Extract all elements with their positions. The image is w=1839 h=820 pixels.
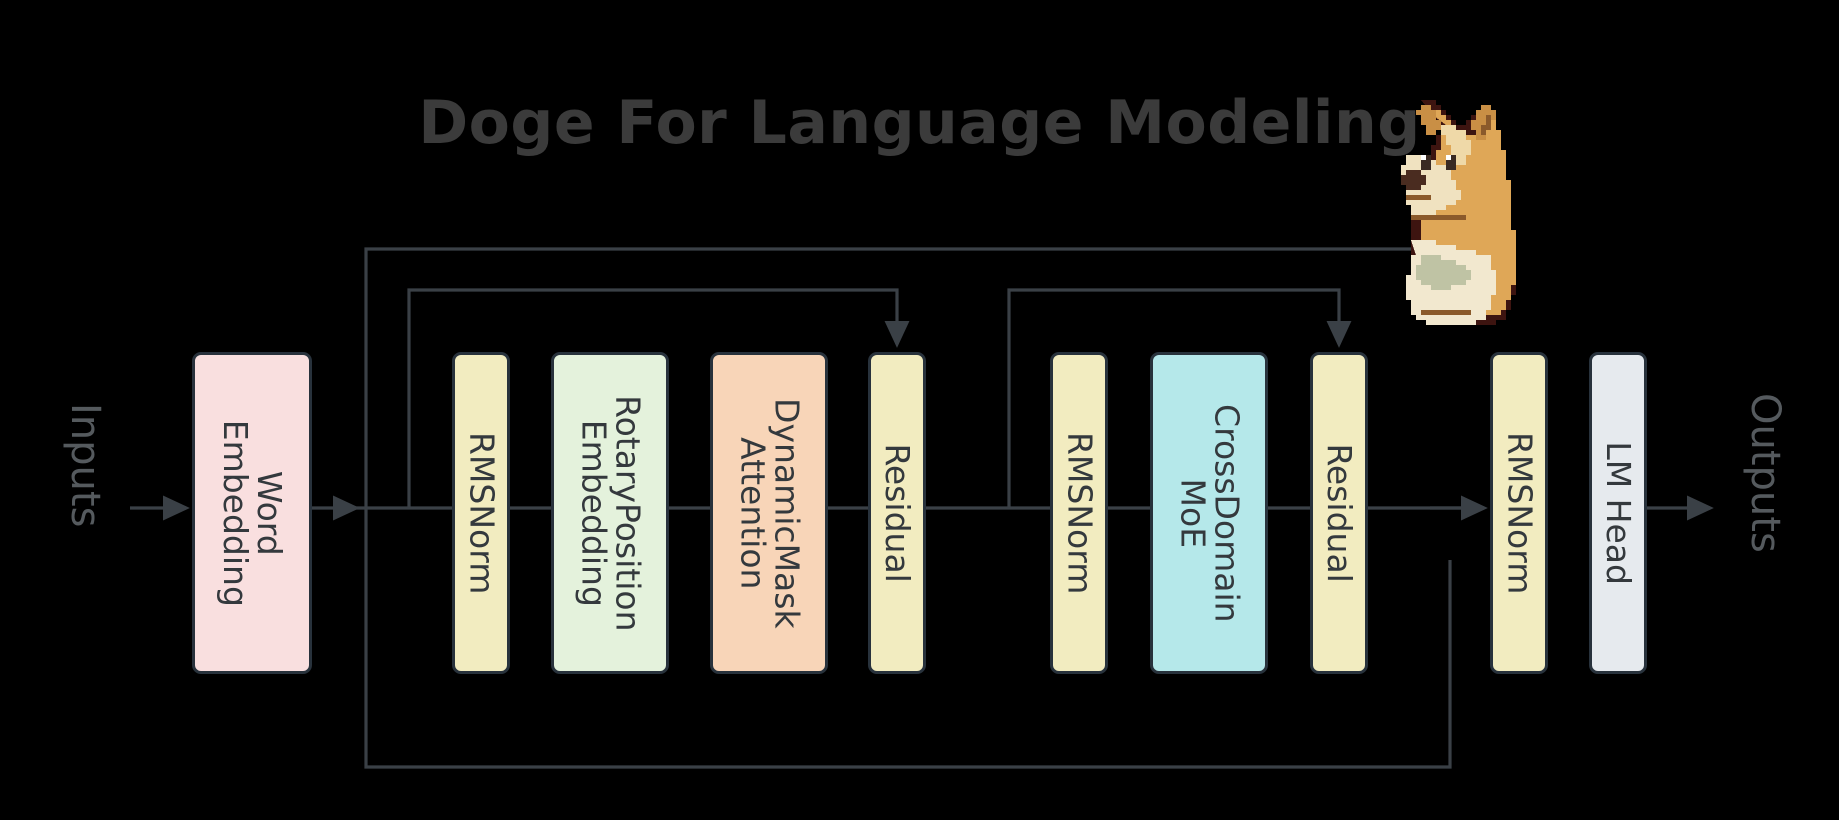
block-label-line2: MoE bbox=[1173, 478, 1213, 548]
block-label-line1: RMSNorm bbox=[1060, 431, 1100, 595]
block-label: Residual bbox=[1320, 443, 1360, 583]
skip-attention-residual bbox=[407, 288, 910, 508]
skip-moe-residual bbox=[1007, 288, 1352, 508]
doge-mascot-icon bbox=[1401, 100, 1516, 325]
block-label-line1: Residual bbox=[1320, 443, 1360, 583]
block-label: RMSNorm bbox=[1500, 431, 1540, 595]
block-label: Residual bbox=[878, 443, 918, 583]
block-label-line1: RMSNorm bbox=[462, 431, 502, 595]
block-label-line2: Embedding bbox=[216, 419, 256, 607]
block-rmsnorm-moe[interactable]: RMSNorm bbox=[1050, 352, 1108, 674]
decoder-loop-bottom bbox=[364, 508, 1452, 769]
block-label-line1: Residual bbox=[878, 443, 918, 583]
block-residual-moe[interactable]: Residual bbox=[1310, 352, 1368, 674]
block-label-line1: DynamicMask bbox=[767, 397, 807, 629]
caption-outputs: Outputs bbox=[1742, 393, 1788, 553]
block-label-line2: Attention bbox=[733, 436, 773, 590]
block-residual-attn[interactable]: Residual bbox=[868, 352, 926, 674]
block-label-line2: Embedding bbox=[574, 419, 614, 607]
block-label: RMSNorm bbox=[462, 431, 502, 595]
block-rmsnorm-final[interactable]: RMSNorm bbox=[1490, 352, 1548, 674]
block-label-line1: RMSNorm bbox=[1500, 431, 1540, 595]
block-label-line1: Word bbox=[250, 470, 290, 556]
page-title: Doge For Language Modeling bbox=[418, 88, 1421, 158]
block-label: LM Head bbox=[1599, 441, 1639, 585]
caption-inputs: Inputs bbox=[62, 403, 108, 528]
block-label-line1: RotaryPosition bbox=[608, 394, 648, 632]
block-label-line1: LM Head bbox=[1599, 441, 1639, 585]
block-rmsnorm-attn[interactable]: RMSNorm bbox=[452, 352, 510, 674]
block-lm-head[interactable]: LM Head bbox=[1589, 352, 1647, 674]
decoder-loop-top bbox=[364, 247, 1450, 508]
block-label: RMSNorm bbox=[1060, 431, 1100, 595]
block-label-line1: CrossDomain bbox=[1207, 403, 1247, 623]
